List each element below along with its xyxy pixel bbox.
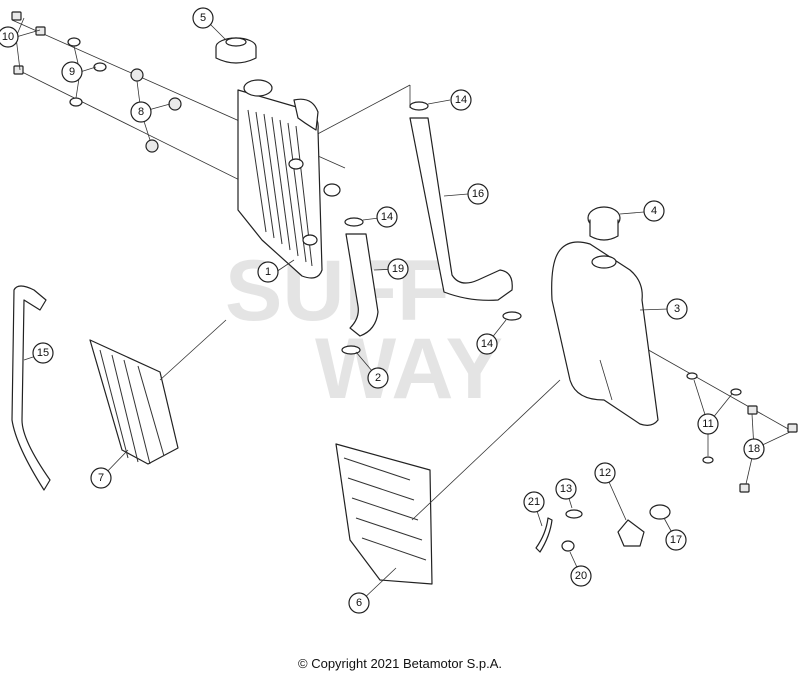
callout-5: 5 xyxy=(192,7,214,29)
copyright-text: © Copyright 2021 Betamotor S.p.A. xyxy=(298,656,502,671)
svg-text:WAY: WAY xyxy=(315,321,503,417)
callout-20: 20 xyxy=(570,565,592,587)
callout-1: 1 xyxy=(257,261,279,283)
callout-17: 17 xyxy=(665,529,687,551)
svg-text:14: 14 xyxy=(381,211,393,223)
svg-text:14: 14 xyxy=(481,338,493,350)
callout-3: 3 xyxy=(666,298,688,320)
fastener-set-right xyxy=(686,372,798,493)
breather-hose xyxy=(11,285,51,491)
callout-14-bottom: 14 xyxy=(476,333,498,355)
callout-2: 2 xyxy=(367,367,389,389)
callout-15: 15 xyxy=(32,342,54,364)
radiator-guard xyxy=(89,339,179,465)
callout-16: 16 xyxy=(467,183,489,205)
callout-4: 4 xyxy=(643,200,665,222)
svg-text:5: 5 xyxy=(200,12,206,24)
svg-text:3: 3 xyxy=(674,303,680,315)
svg-text:10: 10 xyxy=(2,31,14,43)
callout-14-top: 14 xyxy=(450,89,472,111)
radiator xyxy=(237,79,341,279)
svg-text:17: 17 xyxy=(670,534,682,546)
svg-text:2: 2 xyxy=(375,372,381,384)
svg-text:SUFF: SUFF xyxy=(225,243,450,339)
callout-13: 13 xyxy=(555,478,577,500)
hose-clamps xyxy=(341,101,522,355)
svg-text:13: 13 xyxy=(560,483,572,495)
svg-text:21: 21 xyxy=(528,496,540,508)
svg-text:19: 19 xyxy=(392,263,404,275)
watermark: SUFF WAY xyxy=(225,243,503,417)
svg-text:6: 6 xyxy=(356,597,362,609)
callout-8: 8 xyxy=(130,101,152,123)
svg-text:1: 1 xyxy=(265,266,271,278)
svg-text:8: 8 xyxy=(138,106,144,118)
svg-text:4: 4 xyxy=(651,205,657,217)
fastener-set-left xyxy=(11,11,182,153)
svg-text:20: 20 xyxy=(575,570,587,582)
svg-text:16: 16 xyxy=(472,188,484,200)
callout-10: 10 xyxy=(0,26,19,48)
svg-text:11: 11 xyxy=(702,418,713,430)
svg-text:9: 9 xyxy=(69,66,75,78)
svg-text:12: 12 xyxy=(599,467,611,479)
callout-6: 6 xyxy=(348,592,370,614)
callout-9: 9 xyxy=(61,61,83,83)
callout-14-mid: 14 xyxy=(376,206,398,228)
radiator-cap xyxy=(215,37,257,64)
svg-text:14: 14 xyxy=(455,94,467,106)
svg-text:18: 18 xyxy=(748,443,760,455)
callout-11: 11 xyxy=(697,413,719,435)
callout-19: 19 xyxy=(387,258,409,280)
lower-hose xyxy=(345,233,379,337)
callout-18: 18 xyxy=(743,438,765,460)
callout-12: 12 xyxy=(594,462,616,484)
callout-7: 7 xyxy=(90,467,112,489)
upper-hose xyxy=(409,117,513,301)
copyright-footer: © Copyright 2021 Betamotor S.p.A. xyxy=(0,656,800,671)
callout-21: 21 xyxy=(523,491,545,513)
expansion-tank xyxy=(551,206,659,426)
radiator-louver xyxy=(335,443,433,585)
svg-text:15: 15 xyxy=(37,347,49,359)
tank-fittings xyxy=(535,504,671,553)
svg-text:7: 7 xyxy=(98,472,104,484)
